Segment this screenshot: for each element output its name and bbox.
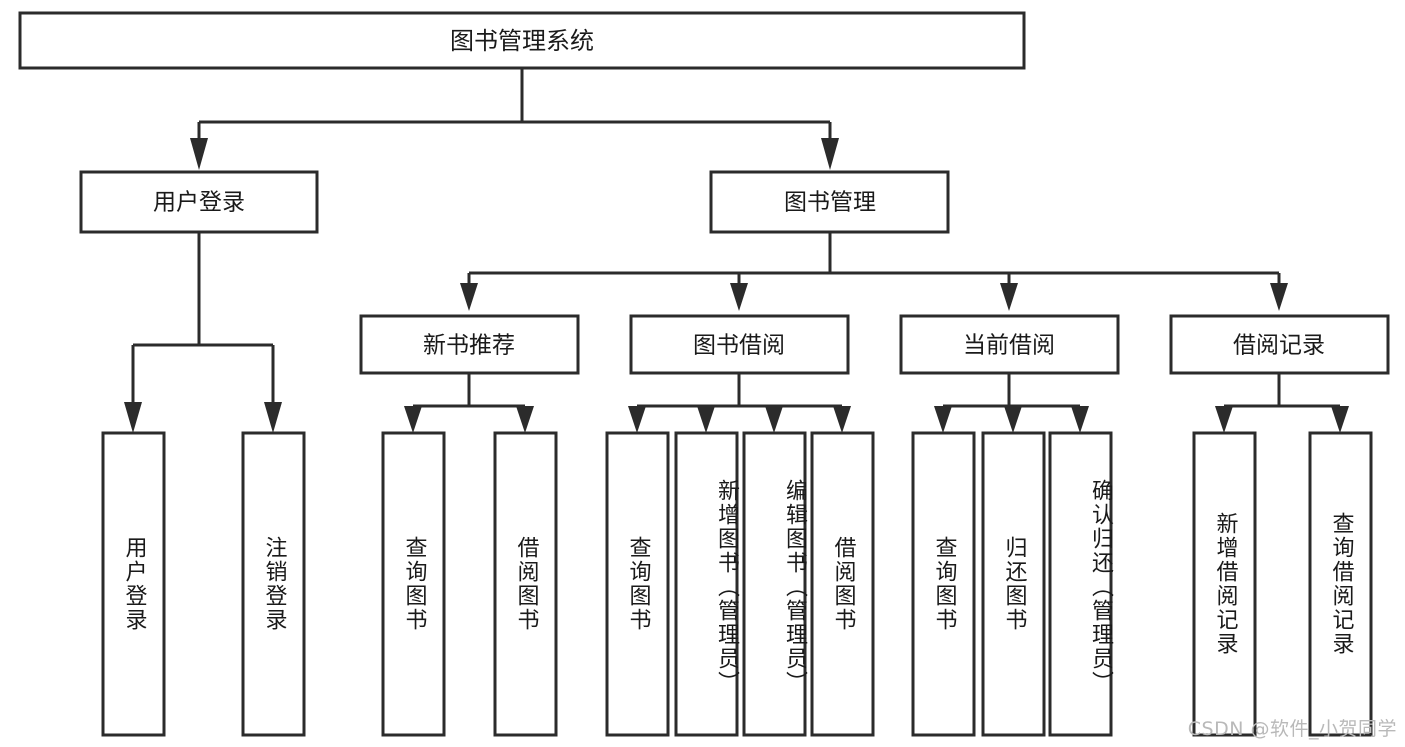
arrowhead-current	[1000, 283, 1018, 311]
arrowhead-leaf8	[833, 406, 851, 433]
connector-group-current	[934, 373, 1089, 433]
node-current-box[interactable]	[899, 314, 1120, 375]
node-bookmgmt[interactable]: 图书管理	[709, 170, 950, 234]
connector-group-newbook	[404, 373, 534, 433]
connector-group-root	[190, 68, 839, 170]
node-leaf9-box[interactable]	[911, 431, 976, 737]
watermark-text: CSDN @软件_小贺同学	[1187, 718, 1397, 740]
arrowhead-leaf11	[1071, 406, 1089, 433]
arrowhead-bookmgmt	[821, 138, 839, 170]
node-leaf11-box[interactable]	[1048, 431, 1113, 737]
arrowhead-leaf5	[628, 406, 646, 433]
node-bookmgmt-box[interactable]	[709, 170, 950, 234]
node-borrow-label: 图书借阅	[693, 333, 785, 359]
node-login-box[interactable]	[79, 170, 319, 234]
node-newbook[interactable]: 新书推荐	[359, 314, 580, 375]
arrowhead-borrow	[730, 283, 748, 311]
arrowhead-leaf3	[404, 406, 422, 433]
node-leaf13-box[interactable]	[1308, 431, 1373, 737]
node-current[interactable]: 当前借阅	[899, 314, 1120, 375]
node-root-box[interactable]	[18, 11, 1026, 70]
node-record[interactable]: 借阅记录	[1169, 314, 1390, 375]
arrowhead-leaf9	[934, 406, 952, 433]
arrowhead-leaf7	[765, 406, 783, 433]
connector-group-record	[1215, 373, 1349, 433]
node-newbook-box[interactable]	[359, 314, 580, 375]
arrowhead-newbook	[460, 283, 478, 311]
arrowhead-leaf10	[1004, 406, 1022, 433]
arrowhead-leaf4	[516, 406, 534, 433]
node-current-label: 当前借阅	[963, 333, 1055, 359]
node-newbook-label: 新书推荐	[423, 333, 515, 359]
node-borrow-box[interactable]	[629, 314, 850, 375]
node-leaf12-box[interactable]	[1192, 431, 1257, 737]
arrowhead-leaf12	[1215, 406, 1233, 433]
arrowhead-leaf6	[697, 406, 715, 433]
node-root[interactable]: 图书管理系统	[18, 11, 1026, 70]
arrowhead-leaf13	[1331, 406, 1349, 433]
arrowhead-login	[190, 138, 208, 170]
node-record-box[interactable]	[1169, 314, 1390, 375]
node-leaf6-box[interactable]	[674, 431, 739, 737]
arrowhead-record	[1270, 283, 1288, 311]
node-leaf4-box[interactable]	[493, 431, 558, 737]
node-leaf7-box[interactable]	[742, 431, 807, 737]
connector-group-bookmgmt	[460, 232, 1288, 311]
node-login-label: 用户登录	[153, 190, 245, 216]
node-leaf2-box[interactable]	[241, 431, 306, 737]
connector-group-borrow	[628, 373, 851, 433]
node-login[interactable]: 用户登录	[79, 170, 319, 234]
node-leaf10-box[interactable]	[981, 431, 1046, 737]
connector-group-login	[124, 232, 282, 433]
node-leaf3-box[interactable]	[381, 431, 446, 737]
node-leaf5-box[interactable]	[605, 431, 670, 737]
node-bookmgmt-label: 图书管理	[784, 190, 876, 216]
arrowhead-leaf1	[124, 402, 142, 433]
node-record-label: 借阅记录	[1233, 333, 1325, 359]
node-leaf8-box[interactable]	[810, 431, 875, 737]
node-root-label: 图书管理系统	[450, 27, 594, 55]
node-borrow[interactable]: 图书借阅	[629, 314, 850, 375]
node-leaf1-box[interactable]	[101, 431, 166, 737]
arrowhead-leaf2	[264, 402, 282, 433]
